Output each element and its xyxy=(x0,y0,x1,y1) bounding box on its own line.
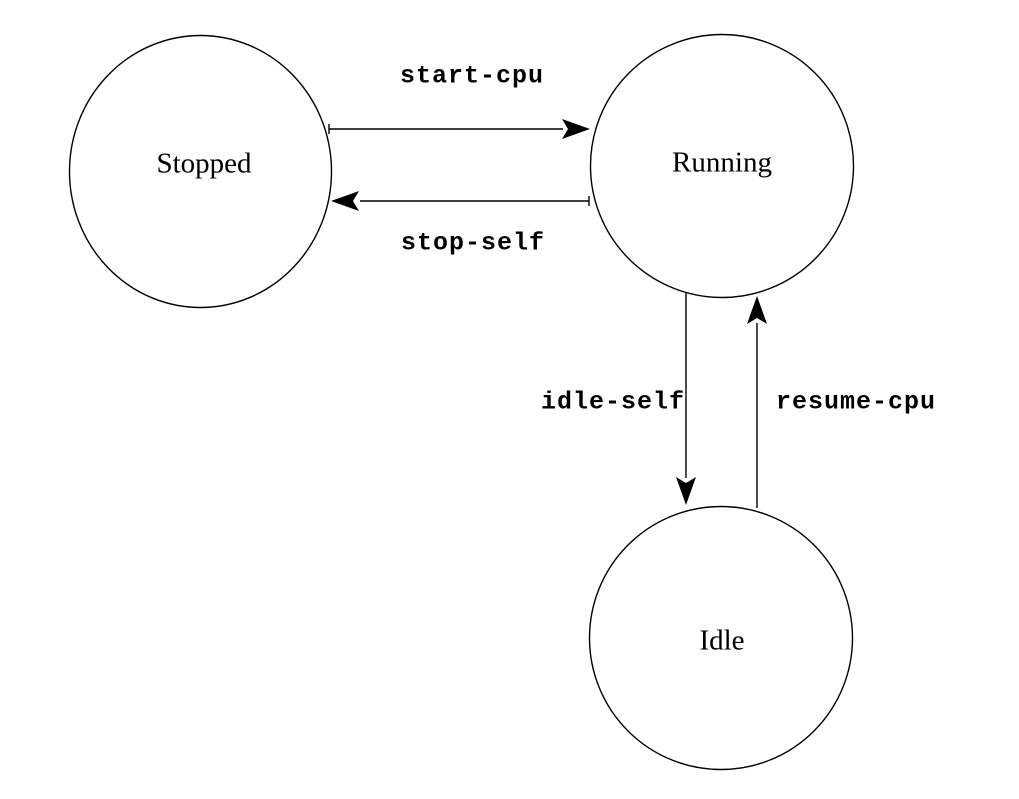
state-label-idle: Idle xyxy=(699,624,745,657)
state-circle-running xyxy=(589,33,855,299)
edge-stop-self-arrowhead xyxy=(331,191,359,211)
edge-start-cpu-arrowhead xyxy=(562,119,590,139)
state-label-running: Running xyxy=(672,146,772,179)
edge-idle-self-arrowhead xyxy=(676,477,696,505)
edge-label-start-cpu: start-cpu xyxy=(399,61,545,91)
edge-label-resume-cpu: resume-cpu xyxy=(775,387,937,417)
edge-label-idle-self: idle-self xyxy=(540,387,686,417)
state-label-stopped: Stopped xyxy=(156,147,252,180)
edge-resume-cpu-arrowhead xyxy=(747,296,767,324)
state-circle-stopped xyxy=(68,34,333,309)
state-circle-idle xyxy=(588,505,854,771)
edge-label-stop-self: stop-self xyxy=(400,228,546,258)
